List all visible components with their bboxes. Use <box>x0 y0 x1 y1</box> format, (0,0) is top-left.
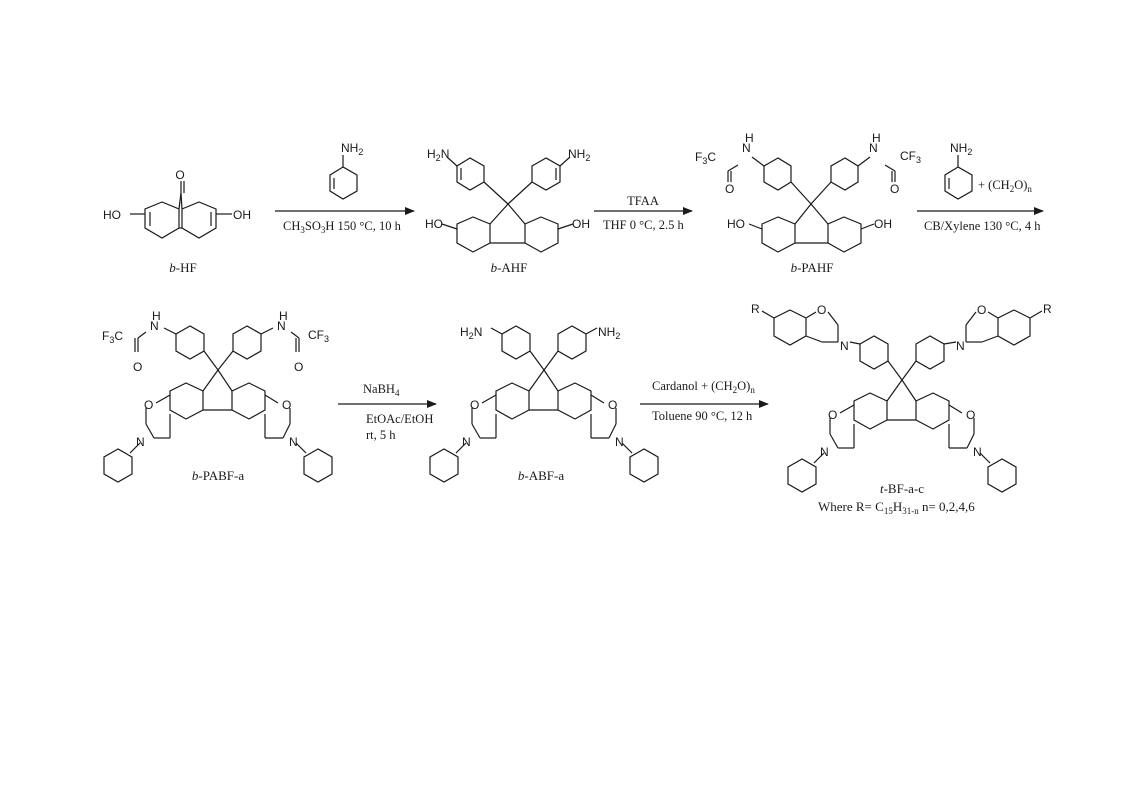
benzene-ring <box>944 155 973 200</box>
amide-n-right: N <box>869 141 878 155</box>
amide-o-right: O <box>294 360 303 374</box>
oxazine-n-right: N <box>973 445 982 459</box>
amine-left: H2N <box>427 147 449 163</box>
benzene-ring <box>329 155 358 200</box>
compound-b-pahf: F3C N H O N H CF3 O HO OH b-PAHF <box>695 131 921 275</box>
hydroxyl-left: HO <box>727 217 745 231</box>
hydroxyl-right: OH <box>572 217 590 231</box>
oxazine-o-left: O <box>828 408 837 422</box>
amine-left: H2N <box>460 325 482 341</box>
step4-reagent: NaBH4 <box>363 382 400 398</box>
aniline-reagent-1: NH2 <box>329 141 363 200</box>
compound-b-abf-a: H2N NH2 O O N N b-ABF-a <box>429 325 659 483</box>
fluorene-skeleton <box>441 156 574 253</box>
trifluoroacetamide-right: CF3 <box>308 328 329 344</box>
benzoxazine-fluorene-skeleton <box>103 325 333 483</box>
step2-conditions: THF 0 °C, 2.5 h <box>603 218 684 232</box>
amide-n-left: N <box>742 141 751 155</box>
compound-label-b-ahf: b-AHF <box>491 260 528 275</box>
amide-o-right: O <box>890 182 899 196</box>
oxazine-n-right: N <box>289 435 298 449</box>
oxazine-o-left: O <box>144 398 153 412</box>
compound-b-pabf-a: F3C N H O N H CF3 O O O N N b-PABF-a <box>102 309 333 483</box>
amine-group: NH2 <box>341 141 363 157</box>
oxazine-n-top-left: N <box>840 339 849 353</box>
oxazine-n-right: N <box>615 435 624 449</box>
step1-conditions: CH3SO3H 150 °C, 10 h <box>283 219 402 235</box>
oxazine-o-left: O <box>470 398 479 412</box>
amine-group: NH2 <box>950 141 972 157</box>
amide-o-left: O <box>133 360 142 374</box>
oxazine-o-top-left: O <box>817 303 826 317</box>
aniline-reagent-3: NH2 <box>944 141 973 200</box>
compound-label-b-hf: b-HF <box>169 260 196 275</box>
compound-b-ahf: H2N NH2 HO OH b-AHF <box>425 147 590 275</box>
trifluoroacetamide-left: F3C <box>102 329 123 345</box>
carbonyl-oxygen: O <box>175 168 184 182</box>
step4-conditions: rt, 5 h <box>366 428 396 442</box>
compound-label-b-pabf-a: b-PABF-a <box>192 468 244 483</box>
substituent-definition: Where R= C15H31-n n= 0,2,4,6 <box>818 499 975 516</box>
amide-h-right: H <box>872 131 881 145</box>
amide-n-right: N <box>277 319 286 333</box>
amide-h-left: H <box>745 131 754 145</box>
step5-conditions: Toluene 90 °C, 12 h <box>652 409 753 423</box>
oxazine-n-left: N <box>136 435 145 449</box>
oxazine-n-top-right: N <box>956 339 965 353</box>
trifluoroacetamide-right: CF3 <box>900 149 921 165</box>
amide-n-left: N <box>150 319 159 333</box>
amide-h-left: H <box>152 309 161 323</box>
compound-label-t-bf-a-c: t-BF-a-c <box>880 481 924 496</box>
step5-reagent: Cardanol + (CH2O)n <box>652 379 755 395</box>
substituent-r-left: R <box>751 302 760 316</box>
amine-right: NH2 <box>598 325 620 341</box>
step3-reagent: + (CH2O)n <box>978 178 1032 194</box>
compound-t-bf-a-c: R R O O N N O O N N t-BF-a-c Where R= C1… <box>751 302 1052 516</box>
step2-reagent: TFAA <box>627 194 659 208</box>
substituent-r-right: R <box>1043 302 1052 316</box>
hydroxyl-right: OH <box>233 208 251 222</box>
hydroxyl-left: HO <box>103 208 121 222</box>
amide-o-left: O <box>725 182 734 196</box>
fluorenone-skeleton <box>130 181 232 239</box>
compound-label-b-abf-a: b-ABF-a <box>518 468 564 483</box>
trifluoroacetamide-left: F3C <box>695 150 716 166</box>
oxazine-o-right: O <box>282 398 291 412</box>
oxazine-o-top-right: O <box>977 303 986 317</box>
compound-b-hf: O HO OH b-HF <box>103 168 251 275</box>
step4-solvent: EtOAc/EtOH <box>366 412 433 426</box>
oxazine-o-right: O <box>608 398 617 412</box>
amine-right: NH2 <box>568 147 590 163</box>
hydroxyl-right: OH <box>874 217 892 231</box>
benzoxazine-fluorene-skeleton <box>429 325 659 483</box>
step3-conditions: CB/Xylene 130 °C, 4 h <box>924 219 1041 233</box>
fluorene-skeleton <box>727 156 896 253</box>
amide-h-right: H <box>279 309 288 323</box>
oxazine-n-left: N <box>462 435 471 449</box>
oxazine-o-right: O <box>966 408 975 422</box>
bis-benzoxazine-skeleton <box>761 309 1043 493</box>
hydroxyl-left: HO <box>425 217 443 231</box>
compound-label-b-pahf: b-PAHF <box>791 260 834 275</box>
oxazine-n-left: N <box>820 445 829 459</box>
